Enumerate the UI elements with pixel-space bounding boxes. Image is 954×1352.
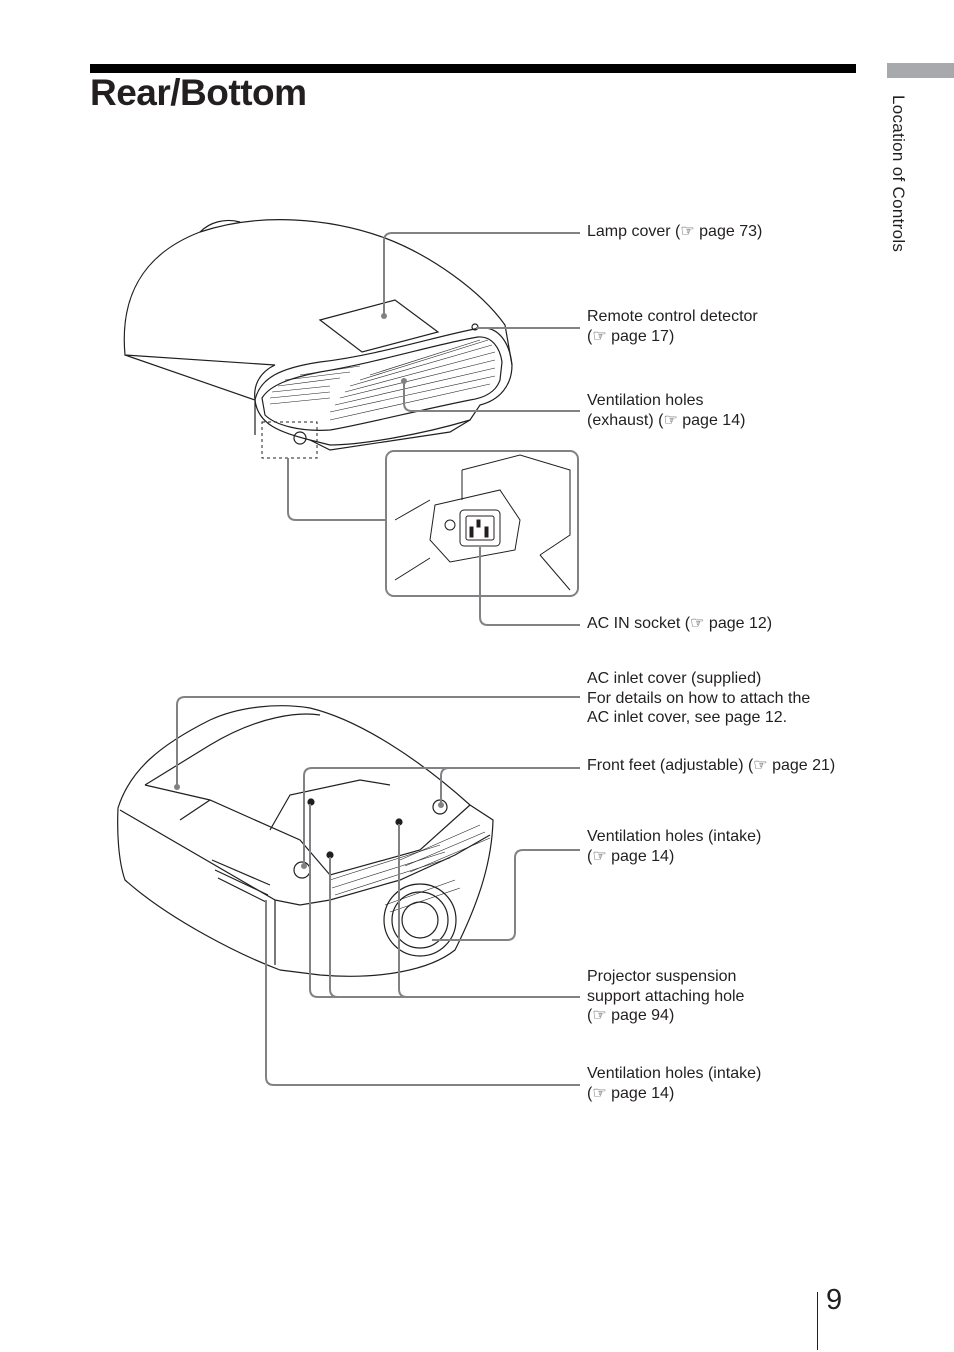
heading-rule [90,64,856,73]
callout-ac-in-socket: AC IN socket (☞ page 12) [587,615,773,632]
callout-front-feet: Front feet (adjustable) (☞ page 21) [587,757,836,774]
callout-ventilation-exhaust: Ventilation holes (exhaust) (☞ page 14) [587,392,746,429]
callout-remote-control-detector: Remote control detector (☞ page 17) [587,308,758,345]
leader-dots [174,313,444,869]
callout-ventilation-intake-front: Ventilation holes (intake) (☞ page 14) [587,828,762,865]
projector-rear-view [123,219,513,459]
callout-suspension-hole: Projector suspension support attaching h… [587,968,745,1024]
page-number-rule [817,1292,818,1350]
callout-ventilation-intake-side: Ventilation holes (intake) (☞ page 14) [587,1065,762,1102]
projector-bottom-view [117,705,494,977]
callout-lamp-cover: Lamp cover (☞ page 73) [587,223,763,240]
leader-lines [176,232,580,1086]
callout-ac-inlet-cover: AC inlet cover (supplied) For details on… [587,670,811,726]
section-tab-label: Location of Controls [889,95,908,253]
page-title: Rear/Bottom [90,72,307,113]
ac-inlet-detail [385,450,579,597]
section-tab-marker [887,63,954,78]
page-number: 9 [826,1284,843,1316]
